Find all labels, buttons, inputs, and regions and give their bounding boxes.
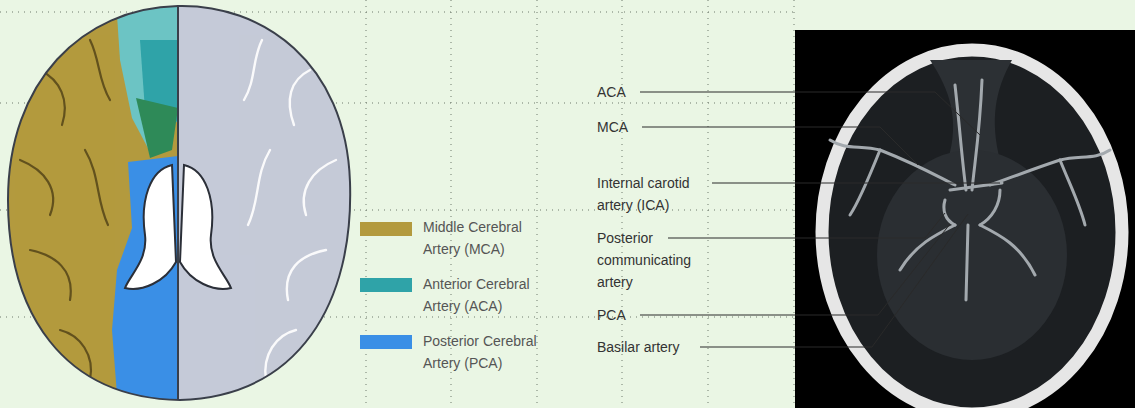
grid-line <box>537 0 538 408</box>
vessel <box>944 200 955 225</box>
callout-label: MCA <box>597 116 657 138</box>
callout-label: PCA <box>597 304 657 326</box>
callout-label: Posterior communicating artery <box>597 227 709 293</box>
right-hemisphere <box>178 0 368 408</box>
frontal-region <box>930 60 1012 160</box>
leader-line <box>640 92 980 135</box>
leader-lines <box>640 92 1000 347</box>
sulci <box>244 40 336 380</box>
sulcus <box>90 40 110 100</box>
vessel <box>830 140 955 185</box>
mca-territory <box>0 0 178 408</box>
brain-outline <box>8 6 350 400</box>
midline <box>177 6 179 400</box>
legend-text: Posterior Cerebral Artery (PCA) <box>423 330 558 374</box>
overlap-zone <box>136 98 178 158</box>
vessel <box>955 85 966 190</box>
leader-line <box>640 224 950 315</box>
legend-item: Middle Cerebral Artery (MCA) <box>360 216 580 266</box>
callout-label: ACA <box>597 81 657 103</box>
vessel <box>980 225 1035 275</box>
ventricle <box>125 165 176 289</box>
legend-swatch <box>360 335 412 349</box>
vessel <box>900 225 955 270</box>
legend-swatch <box>360 278 412 292</box>
grid-line <box>0 12 795 13</box>
sulcus <box>60 330 91 380</box>
callout-label: Basilar artery <box>597 336 717 358</box>
sulcus <box>85 150 108 225</box>
pca-territory <box>112 156 178 408</box>
legend-item: Anterior Cerebral Artery (ACA) <box>360 273 580 323</box>
callout-label: Internal carotid artery (ICA) <box>597 172 717 216</box>
brain-illustration <box>0 0 368 408</box>
sulcus <box>248 150 270 225</box>
vessel <box>980 190 1000 225</box>
vessel <box>990 150 1110 185</box>
sulcus <box>244 40 262 100</box>
leader-line <box>700 214 968 347</box>
legend-text: Middle Cerebral Artery (MCA) <box>423 216 558 260</box>
skull <box>822 50 1122 408</box>
vessel <box>972 80 982 190</box>
vessel <box>966 225 968 300</box>
sulcus <box>265 330 296 380</box>
legend-swatch <box>360 222 412 236</box>
leader-line <box>642 127 918 165</box>
leader-line <box>712 183 1000 184</box>
sulcus <box>287 250 326 300</box>
ventricle <box>180 165 231 289</box>
legend-item: Posterior Cerebral Artery (PCA) <box>360 330 580 380</box>
vessel <box>1060 160 1085 225</box>
sulcus <box>20 160 53 215</box>
leader-line <box>668 213 945 238</box>
sulcus <box>30 250 71 300</box>
sulcus <box>40 70 65 125</box>
vessels <box>830 80 1110 300</box>
sulcus <box>290 70 310 125</box>
vessel <box>950 183 1002 190</box>
legend-text: Anterior Cerebral Artery (ACA) <box>423 273 558 317</box>
sulcus <box>304 160 336 215</box>
